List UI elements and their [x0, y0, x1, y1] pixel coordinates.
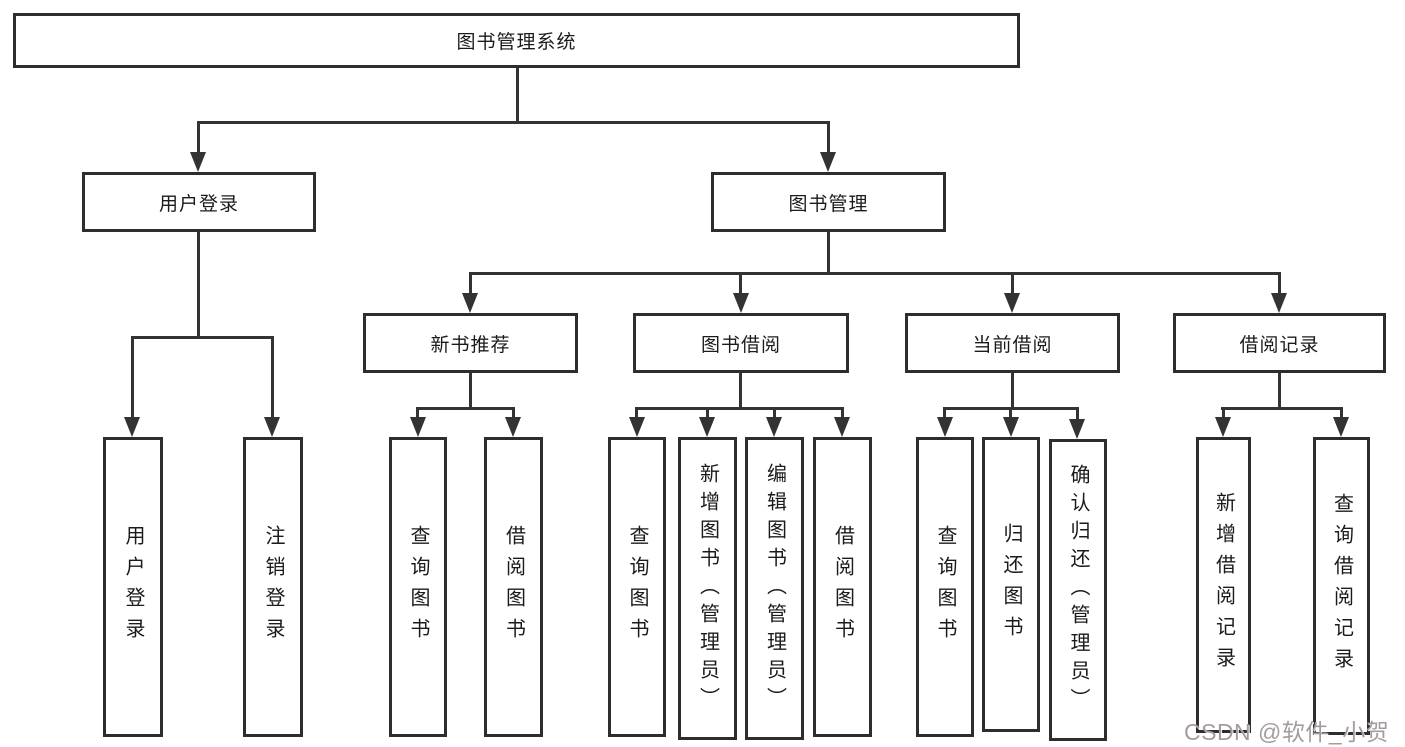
connector-line	[841, 407, 844, 422]
arrowhead-down-icon	[834, 417, 850, 437]
connector-line	[416, 407, 419, 422]
leaf-query-borrow-record: 查询借阅记录	[1313, 437, 1370, 735]
arrowhead-down-icon	[1069, 419, 1085, 439]
node-current-borrow: 当前借阅	[905, 313, 1120, 373]
node-root-library-system: 图书管理系统	[13, 13, 1020, 68]
connector-line	[1221, 407, 1343, 410]
connector-line	[271, 336, 274, 422]
leaf-label: 编辑图书（管理员）	[763, 462, 786, 715]
leaf-query-book: 查询图书	[608, 437, 666, 737]
connector-line	[131, 336, 274, 339]
connector-line	[1340, 407, 1343, 422]
connector-line	[943, 407, 946, 422]
connector-line	[516, 68, 519, 124]
connector-line	[739, 373, 742, 410]
connector-line	[197, 232, 200, 339]
arrowhead-down-icon	[1215, 417, 1231, 437]
leaf-label: 查询图书	[407, 525, 429, 649]
csdn-watermark: CSDN @软件_小贺同学	[1184, 719, 1390, 745]
connector-line	[469, 373, 472, 410]
arrowhead-down-icon	[733, 293, 749, 313]
node-new-book-recommend: 新书推荐	[363, 313, 578, 373]
connector-line	[827, 121, 830, 158]
connector-line	[1222, 407, 1225, 422]
arrowhead-down-icon	[1004, 293, 1020, 313]
leaf-label: 借阅图书	[831, 525, 854, 649]
arrowhead-down-icon	[937, 417, 953, 437]
leaf-query-book: 查询图书	[916, 437, 974, 737]
leaf-label: 确认归还（管理员）	[1067, 464, 1089, 716]
arrowhead-down-icon	[124, 417, 140, 437]
leaf-logout: 注销登录	[243, 437, 303, 737]
node-user-login: 用户登录	[82, 172, 316, 232]
node-book-management: 图书管理	[711, 172, 946, 232]
arrowhead-down-icon	[1333, 417, 1349, 437]
arrowhead-down-icon	[505, 417, 521, 437]
leaf-add-borrow-record: 新增借阅记录	[1196, 437, 1251, 733]
leaf-borrow-book: 借阅图书	[813, 437, 872, 737]
leaf-label: 注销登录	[262, 525, 284, 649]
node-borrow-record: 借阅记录	[1173, 313, 1386, 373]
connector-line	[1011, 373, 1014, 410]
arrowhead-down-icon	[766, 417, 782, 437]
leaf-label: 借阅图书	[502, 525, 525, 649]
connector-line	[197, 121, 830, 124]
leaf-edit-book-admin: 编辑图书（管理员）	[745, 437, 804, 740]
leaf-label: 归还图书	[1000, 522, 1022, 647]
leaf-label: 查询图书	[626, 525, 648, 649]
leaf-label: 查询图书	[934, 525, 956, 649]
leaf-query-book: 查询图书	[389, 437, 447, 737]
connector-line	[1011, 272, 1014, 299]
arrowhead-down-icon	[462, 293, 478, 313]
connector-line	[512, 407, 515, 422]
connector-line	[706, 407, 709, 422]
leaf-user-login: 用户登录	[103, 437, 163, 737]
arrowhead-down-icon	[629, 417, 645, 437]
connector-line	[197, 121, 200, 158]
connector-line	[1278, 272, 1281, 299]
leaf-label: 查询借阅记录	[1330, 493, 1353, 679]
node-book-borrow: 图书借阅	[633, 313, 849, 373]
connector-line	[1278, 373, 1281, 410]
leaf-borrow-book: 借阅图书	[484, 437, 543, 737]
connector-line	[739, 272, 742, 299]
connector-line	[1009, 407, 1012, 422]
arrowhead-down-icon	[699, 417, 715, 437]
arrowhead-down-icon	[190, 152, 206, 172]
leaf-label: 用户登录	[122, 525, 144, 649]
connector-line	[635, 407, 844, 410]
arrowhead-down-icon	[1271, 293, 1287, 313]
connector-line	[469, 272, 1281, 275]
leaf-label: 新增借阅记录	[1212, 492, 1235, 678]
connector-line	[635, 407, 638, 422]
connector-line	[827, 232, 830, 275]
arrowhead-down-icon	[1003, 417, 1019, 437]
connector-line	[773, 407, 776, 422]
arrowhead-down-icon	[264, 417, 280, 437]
connector-line	[131, 336, 134, 422]
leaf-label: 新增图书（管理员）	[696, 462, 719, 715]
leaf-return-book: 归还图书	[982, 437, 1040, 732]
arrowhead-down-icon	[410, 417, 426, 437]
leaf-confirm-return-admin: 确认归还（管理员）	[1049, 439, 1107, 741]
leaf-add-book-admin: 新增图书（管理员）	[678, 437, 737, 740]
connector-line	[416, 407, 515, 410]
connector-line	[469, 272, 472, 299]
arrowhead-down-icon	[820, 152, 836, 172]
connector-line	[1076, 407, 1079, 424]
